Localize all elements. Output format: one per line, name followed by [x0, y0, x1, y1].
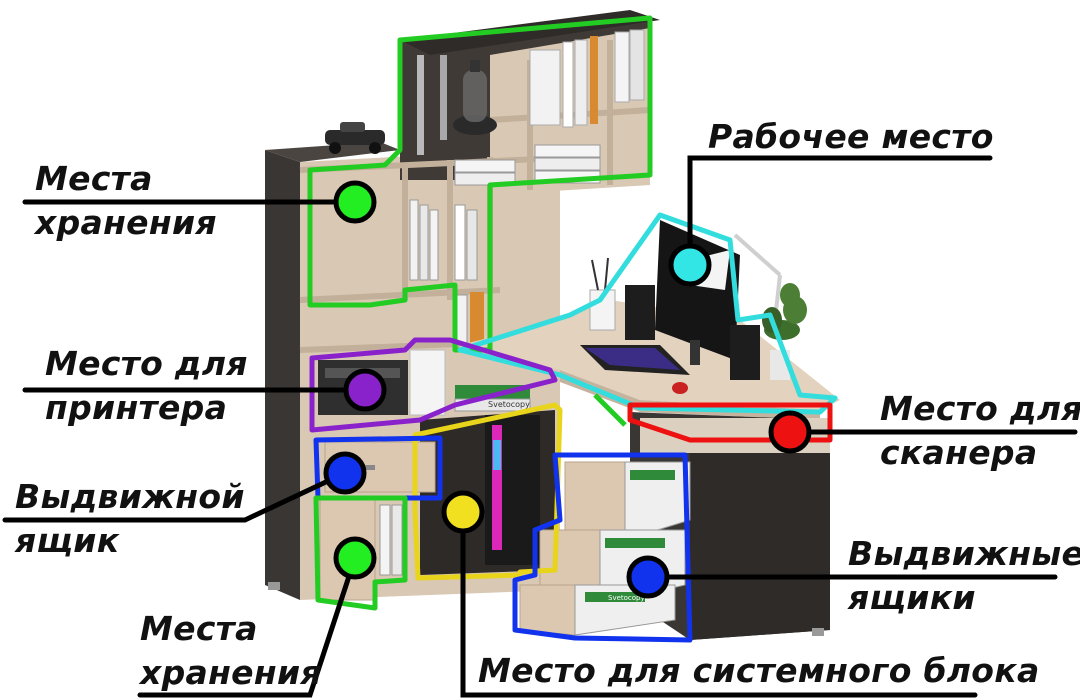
storage-top-label-line1: Места	[35, 159, 153, 198]
drawers-multi-label-line2: ящики	[848, 578, 976, 617]
drawers-multi-label: Выдвижные ящики	[848, 535, 1080, 617]
leader-drawer-single	[2, 470, 348, 523]
foot	[812, 628, 824, 636]
pc-tower-icon	[485, 415, 540, 565]
foot	[268, 582, 280, 590]
scanner-marker	[768, 410, 812, 454]
leader-storage-bottom	[137, 555, 358, 698]
drawer-single-label-line2: ящик	[15, 521, 120, 560]
workplace-label: Рабочее место	[708, 117, 994, 156]
drawer-zone-right-outline	[512, 452, 693, 643]
leader-system-unit	[460, 509, 978, 698]
drawer-single-label: Выдвижной ящик	[15, 478, 245, 560]
drawer-zone-left-outline	[313, 435, 443, 501]
storage-bottom-label: Места хранения	[140, 610, 322, 692]
book-spine-label: Svetocopy	[488, 400, 530, 409]
metal-post	[440, 55, 447, 140]
drawers-multi-marker	[626, 555, 670, 599]
book-spine-label: Svetocopy	[608, 594, 645, 602]
workplace-zone-outline	[457, 212, 838, 415]
left-cabinet-side	[265, 150, 300, 600]
storage-bottom-label-line1: Места	[140, 609, 258, 648]
mouse-icon	[672, 382, 688, 394]
drawer-single-marker	[323, 451, 367, 495]
storage-top-label: Места хранения	[35, 160, 217, 242]
storage-top-label-line2: хранения	[35, 203, 217, 242]
workplace-marker	[668, 243, 712, 287]
speaker	[730, 325, 760, 380]
printer-zone-outline	[309, 337, 558, 433]
speaker	[625, 285, 655, 340]
printer-label-line2: принтера	[45, 388, 228, 427]
storage-bottom-label-line2: хранения	[140, 653, 322, 692]
storage-zone-bottom-outline	[313, 495, 408, 611]
printer-label-line1: Место для	[45, 344, 248, 383]
drawer-single-label-line1: Выдвижной	[15, 477, 245, 516]
storage-zone-top-outline	[307, 15, 653, 353]
right-drawers: Svetocopy	[519, 461, 691, 636]
scanner-label-line1: Место для	[880, 389, 1080, 428]
printer-label: Место для принтера	[45, 345, 248, 427]
scanner-zone-outline	[627, 402, 833, 443]
scanner-label-line2: сканера	[880, 433, 1038, 472]
keyboard-icon	[580, 345, 690, 375]
metal-post	[417, 55, 424, 155]
leader-workplace	[687, 155, 993, 268]
storage-top-marker	[333, 180, 377, 224]
system-unit-zone-outline	[412, 402, 563, 581]
storage-bottom-marker	[333, 536, 377, 580]
right-pedestal-face	[690, 440, 830, 640]
system-unit-label: Место для системного блока	[478, 651, 1040, 690]
printer-marker	[343, 368, 387, 412]
drawers-multi-label-line1: Выдвижные	[848, 534, 1080, 573]
lamp-icon	[453, 60, 497, 135]
scanner-label: Место для сканера	[880, 390, 1080, 472]
keyboard-rgb	[585, 348, 680, 370]
workplace-zone-link	[593, 393, 627, 427]
system-unit-marker	[441, 490, 485, 534]
toy-car-icon	[325, 122, 385, 154]
